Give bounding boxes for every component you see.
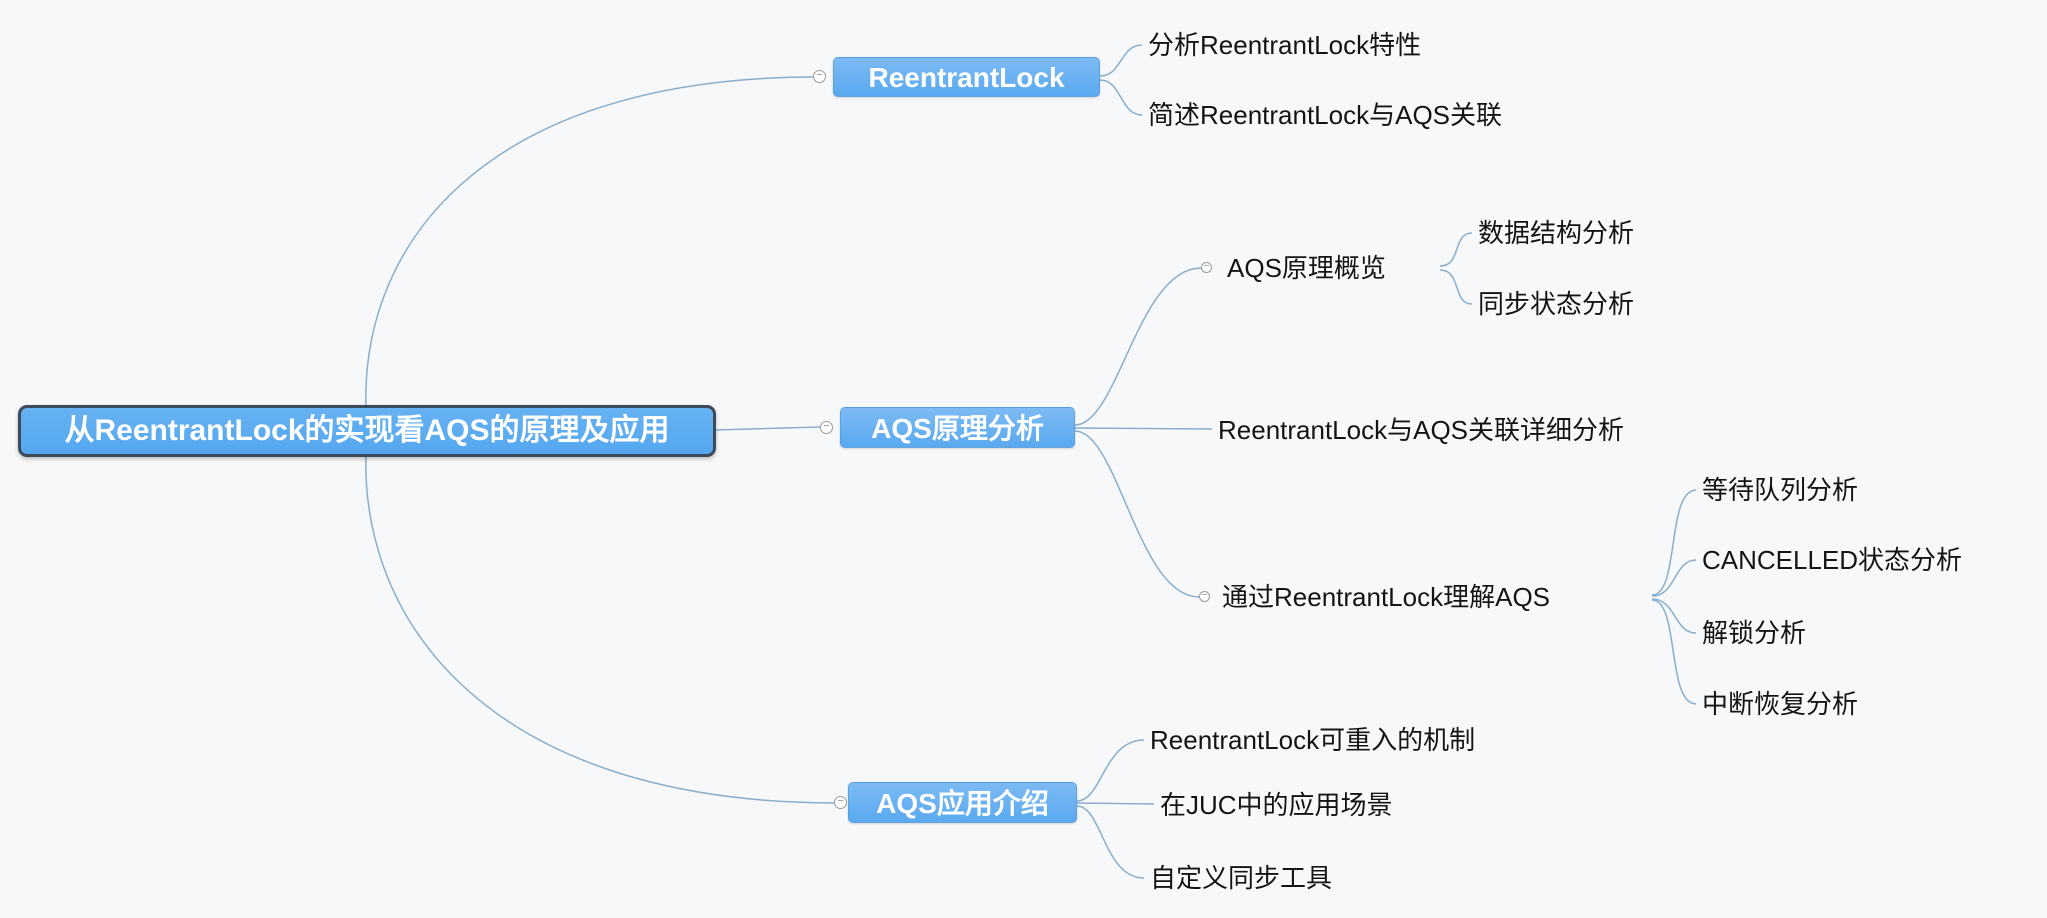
subtopic[interactable]: 在JUC中的应用场景 xyxy=(1160,790,1393,820)
subtopic-understand-aqs[interactable]: 通过ReentrantLock理解AQS xyxy=(1222,582,1551,612)
connector-overview-child1 xyxy=(1439,269,1473,305)
connector-branch2-child2 xyxy=(1076,805,1145,879)
connector-branch1-child1 xyxy=(1074,427,1213,430)
connector-branch2-child1 xyxy=(1076,802,1155,805)
connector-branch1-child0 xyxy=(1074,267,1202,426)
root-topic[interactable]: 从ReentrantLock的实现看AQS的原理及应用 xyxy=(18,405,716,457)
connector-branch2-child0 xyxy=(1076,739,1145,802)
collapse-icon[interactable]: − xyxy=(834,796,847,809)
branch-topic-reentrantlock[interactable]: ReentrantLock xyxy=(833,57,1100,97)
subtopic[interactable]: 分析ReentrantLock特性 xyxy=(1148,30,1422,60)
connector-root-branch1 xyxy=(715,426,821,431)
subtopic[interactable]: 中断恢复分析 xyxy=(1702,689,1859,719)
branch-topic-aqs-principle[interactable]: AQS原理分析 xyxy=(840,407,1075,448)
branch-topic-aqs-application[interactable]: AQS应用介绍 xyxy=(848,782,1077,823)
connector-branch1-child2 xyxy=(1074,430,1200,598)
connector-understand-child2 xyxy=(1651,598,1697,634)
connector-root-branch0 xyxy=(365,76,814,427)
collapse-icon[interactable]: − xyxy=(1201,262,1212,273)
subtopic[interactable]: 数据结构分析 xyxy=(1478,218,1635,248)
subtopic[interactable]: ReentrantLock可重入的机制 xyxy=(1150,725,1476,755)
connector-branch0-child1 xyxy=(1099,79,1143,116)
collapse-icon[interactable]: − xyxy=(1199,591,1210,602)
connector-root-branch2 xyxy=(365,435,835,804)
subtopic[interactable]: 等待队列分析 xyxy=(1702,475,1859,505)
subtopic[interactable]: 自定义同步工具 xyxy=(1150,863,1333,893)
subtopic[interactable]: 同步状态分析 xyxy=(1478,289,1635,319)
connector-branch0-child0 xyxy=(1099,44,1143,77)
subtopic[interactable]: CANCELLED状态分析 xyxy=(1702,545,1963,575)
collapse-icon[interactable]: − xyxy=(813,70,826,83)
connector-understand-child0 xyxy=(1651,489,1697,596)
subtopic[interactable]: 解锁分析 xyxy=(1702,618,1807,648)
subtopic-aqs-overview[interactable]: AQS原理概览 xyxy=(1227,253,1386,283)
subtopic[interactable]: ReentrantLock与AQS关联详细分析 xyxy=(1218,415,1625,445)
connector-understand-child3 xyxy=(1651,599,1697,705)
connector-overview-child0 xyxy=(1439,232,1473,267)
collapse-icon[interactable]: − xyxy=(820,421,833,434)
subtopic[interactable]: 简述ReentrantLock与AQS关联 xyxy=(1148,100,1503,130)
connector-understand-child1 xyxy=(1651,559,1697,597)
